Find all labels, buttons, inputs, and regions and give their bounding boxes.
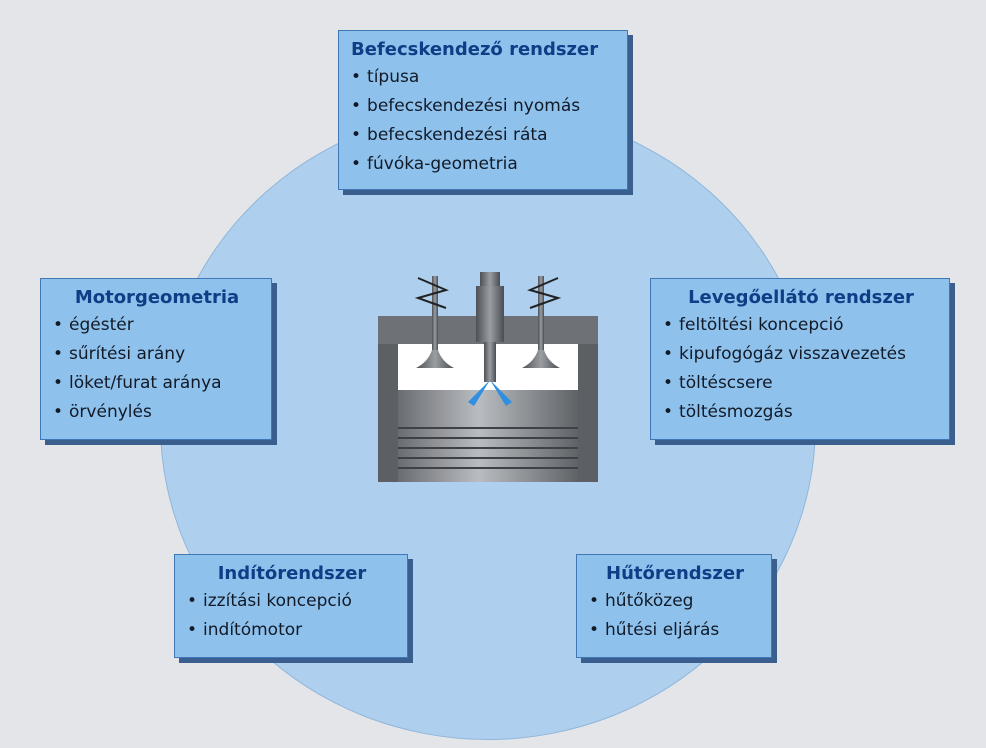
cylinder-wall-left xyxy=(378,344,398,482)
list-item: befecskendezési nyomás xyxy=(351,92,617,121)
starter-system-box: Indítórendszer izzítási koncepció indító… xyxy=(174,554,408,658)
engine-geometry-list: égéstér sűrítési arány löket/furat arány… xyxy=(53,311,261,427)
list-item: izzítási koncepció xyxy=(187,587,397,616)
injection-system-box: Befecskendező rendszer típusa befecskend… xyxy=(338,30,628,190)
air-supply-title: Levegőellátó rendszer xyxy=(688,287,914,308)
cooling-system-list: hűtőközeg hűtési eljárás xyxy=(589,587,761,645)
list-item: égéstér xyxy=(53,311,261,340)
list-item: kipufogógáz visszavezetés xyxy=(663,340,939,369)
list-item: befecskendezési ráta xyxy=(351,121,617,150)
list-item: töltésmozgás xyxy=(663,398,939,427)
piston xyxy=(398,390,578,482)
cooling-system-box: Hűtőrendszer hűtőközeg hűtési eljárás xyxy=(576,554,772,658)
intake-valve xyxy=(414,276,454,368)
injection-system-title: Befecskendező rendszer xyxy=(351,39,599,60)
injector xyxy=(476,272,504,382)
fuel-spray xyxy=(468,380,512,406)
list-item: fúvóka-geometria xyxy=(351,150,617,179)
list-item: indítómotor xyxy=(187,616,397,645)
list-item: töltéscsere xyxy=(663,369,939,398)
exhaust-valve xyxy=(522,276,562,368)
engine-geometry-title: Motorgeometria xyxy=(74,287,240,308)
air-supply-list: feltöltési koncepció kipufogógáz visszav… xyxy=(663,311,939,427)
engine-cylinder-icon xyxy=(378,272,598,482)
list-item: típusa xyxy=(351,63,617,92)
engine-geometry-box: Motorgeometria égéstér sűrítési arány lö… xyxy=(40,278,272,440)
starter-system-title: Indítórendszer xyxy=(217,563,367,584)
starter-system-list: izzítási koncepció indítómotor xyxy=(187,587,397,645)
list-item: löket/furat aránya xyxy=(53,369,261,398)
list-item: feltöltési koncepció xyxy=(663,311,939,340)
list-item: örvénylés xyxy=(53,398,261,427)
cylinder-wall-right xyxy=(578,344,598,482)
air-supply-box: Levegőellátó rendszer feltöltési koncepc… xyxy=(650,278,950,440)
piston-rings xyxy=(398,427,578,469)
list-item: hűtési eljárás xyxy=(589,616,761,645)
cooling-system-title: Hűtőrendszer xyxy=(606,563,744,584)
injection-system-list: típusa befecskendezési nyomás befecskend… xyxy=(351,63,617,179)
list-item: hűtőközeg xyxy=(589,587,761,616)
list-item: sűrítési arány xyxy=(53,340,261,369)
